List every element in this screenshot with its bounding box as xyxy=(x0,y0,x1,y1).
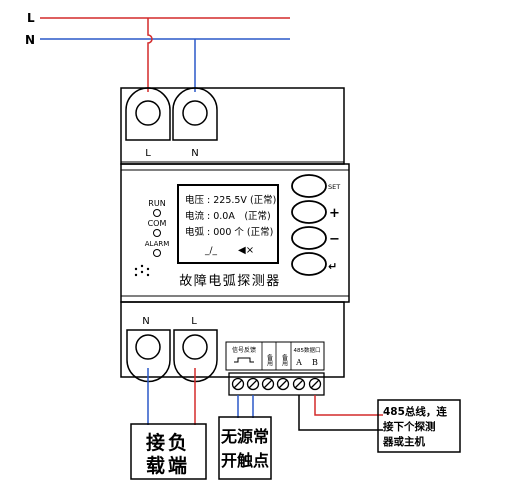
bottom-terminal-l-label: L xyxy=(191,316,197,327)
run-led xyxy=(153,209,161,217)
terminal-l-screw xyxy=(135,100,161,126)
set-button[interactable] xyxy=(291,174,327,198)
device-name: 故障电弧探测器 xyxy=(179,274,281,289)
plus-button-label: + xyxy=(329,206,340,221)
lcd-voltage: 电压 : 225.5V (正常) xyxy=(185,194,276,206)
bottom-terminal-block xyxy=(120,301,345,378)
rs485-bus-line2: 接下个探测 xyxy=(383,420,436,433)
supply-lines: L N xyxy=(25,11,290,92)
load-box xyxy=(130,423,207,480)
load-box-line2: 载端 xyxy=(146,454,190,477)
bottom-terminals xyxy=(126,329,218,383)
dry-contact-line1: 无源常 xyxy=(220,427,269,446)
terminal-l-housing xyxy=(125,87,171,141)
minus-button[interactable] xyxy=(291,226,327,250)
terminal-n-bottom-housing xyxy=(126,329,171,383)
load-box-line1: 接负 xyxy=(146,431,190,454)
com-led xyxy=(153,229,161,237)
top-terminal-n-label: N xyxy=(191,148,198,159)
rs485-b-wire xyxy=(314,395,383,416)
terminal-n-bottom-screw xyxy=(135,334,161,360)
contact-switch-icon xyxy=(234,357,254,363)
rs485-bus-line1: 485总线，连 xyxy=(383,405,447,418)
signal-terminal-strip: 信号反馈 备用 备用 485数据口 A B xyxy=(225,341,325,371)
top-terminals xyxy=(125,87,218,141)
rs485-bus-box xyxy=(377,399,461,453)
line-n-label: N xyxy=(25,33,35,47)
mute-icon: ◀× xyxy=(238,245,254,256)
top-terminal-l-label: L xyxy=(145,148,151,159)
rs485-a-wire xyxy=(298,395,383,431)
com-label: COM xyxy=(148,219,167,228)
rs485-port-label: 485数据口 xyxy=(294,346,321,354)
lcd-current: 电流 : 0.0A (正常) xyxy=(185,210,271,222)
alarm-led xyxy=(153,249,161,257)
run-label: RUN xyxy=(148,199,165,208)
small-terminal-row xyxy=(228,372,325,396)
device-body xyxy=(120,87,350,378)
top-terminal-block xyxy=(120,87,345,165)
terminal-n-screw xyxy=(182,100,208,126)
dry-contact-box xyxy=(218,416,272,480)
line-l-label: L xyxy=(27,11,35,25)
lcd-screen xyxy=(177,184,279,264)
alarm-label: ALARM xyxy=(145,240,170,248)
speaker-grille-icon xyxy=(134,264,150,277)
dry-contact-line2: 开触点 xyxy=(221,451,269,470)
terminal-l-bottom-screw xyxy=(182,334,208,360)
spare-label-2: 备用 xyxy=(281,353,288,367)
control-buttons xyxy=(291,174,327,276)
rs485-bus-line3: 器或主机 xyxy=(382,435,425,448)
signal-feedback-label: 信号反馈 xyxy=(232,346,256,354)
return-button[interactable] xyxy=(291,252,327,276)
return-button-label: ↵ xyxy=(328,260,337,273)
indicator-leds: RUN COM ALARM xyxy=(145,199,170,257)
live-drop-wire xyxy=(147,18,153,92)
set-button-label: SET xyxy=(328,183,340,191)
lcd-arc: 电弧 : 000 个 (正常) xyxy=(185,226,273,238)
rs485-a-label: A xyxy=(295,358,302,367)
terminal-n-housing xyxy=(172,87,218,141)
minus-button-label: − xyxy=(329,232,340,247)
bottom-terminal-n-label: N xyxy=(142,316,149,327)
plus-button[interactable] xyxy=(291,200,327,224)
rs485-b-label: B xyxy=(312,358,318,367)
switch-icon: _/_ xyxy=(204,246,218,256)
terminal-l-bottom-housing xyxy=(173,329,218,383)
spare-label-1: 备用 xyxy=(266,353,273,367)
output-wires xyxy=(147,368,383,431)
